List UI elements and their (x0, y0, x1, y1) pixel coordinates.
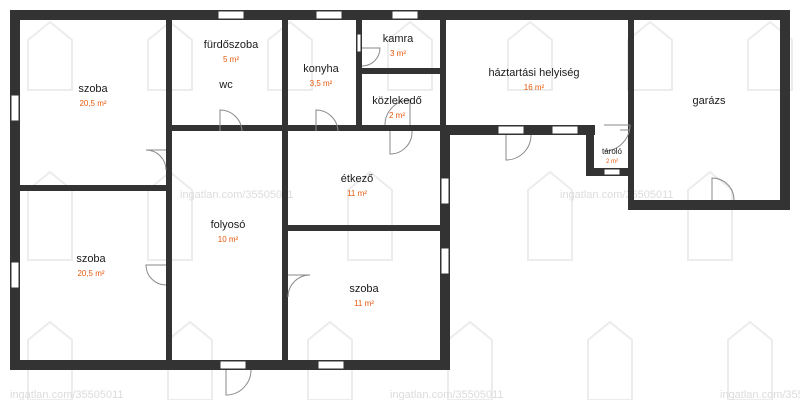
window-top-kitchen (315, 10, 343, 20)
wall (362, 68, 444, 74)
room-name-pantry: kamra (383, 33, 414, 45)
room-name-corridor: folyosó (211, 219, 246, 231)
watermark-house-icon (727, 320, 773, 400)
door-garage-1 (711, 177, 735, 201)
wall (356, 20, 362, 131)
window-right-dining (440, 177, 450, 205)
door-storage (603, 124, 631, 152)
door-bedroom-center (287, 274, 311, 298)
door-hallway (384, 99, 411, 126)
watermark-text: ingatlan.com/35505011 (10, 389, 124, 400)
watermark-house-icon (267, 20, 313, 91)
room-name-storage: tároló (602, 147, 623, 156)
door-bedroom-top-left (145, 149, 167, 171)
watermark-icons (27, 20, 793, 400)
watermark-house-icon (687, 170, 733, 261)
watermark-house-icon (507, 20, 553, 91)
window-top-bathroom (217, 10, 245, 20)
watermark-house-icon (347, 170, 393, 261)
watermark-house-icon (587, 320, 633, 400)
door-bathroom (219, 109, 243, 132)
wall (780, 10, 790, 210)
watermark-house-icon (387, 20, 433, 91)
window-left-bottom (10, 261, 20, 289)
wall (586, 125, 594, 175)
room-labels: fürdőszoba 5 m² wc kamra 3 m² konyha 3,5… (76, 33, 726, 308)
watermark-text: ingatlan.com/35505011 (720, 389, 800, 400)
door-pantry (361, 47, 381, 67)
room-name-bedroom-bottom-left: szoba (76, 253, 106, 265)
wall (628, 125, 634, 210)
window-pantry-left (356, 33, 362, 53)
windows (10, 10, 621, 370)
room-area-corridor: 10 m² (218, 235, 239, 244)
room-area-storage: 2 m² (606, 159, 618, 165)
room-name-bedroom-top-left: szoba (78, 83, 108, 95)
watermark-house-icon (747, 20, 793, 91)
room-area-kitchen: 3,5 m² (310, 79, 333, 88)
room-area-hallway: 2 m² (389, 111, 405, 120)
room-name-utility: háztartási helyiség (488, 67, 579, 79)
room-name-wc: wc (218, 79, 233, 91)
window-bottom-center (317, 360, 345, 370)
wall (440, 20, 446, 131)
room-area-utility: 16 m² (524, 83, 545, 92)
watermark-house-icon (27, 170, 73, 261)
room-name-hallway: közlekedő (372, 95, 422, 107)
watermark-text: ingatlan.com/35505011 (180, 189, 294, 201)
window-left-top (10, 94, 20, 122)
window-bottom-corridor (219, 360, 247, 370)
watermark-house-icon (527, 170, 573, 261)
wall (10, 10, 20, 370)
room-area-bedroom-bottom-left: 20,5 m² (77, 269, 104, 278)
door-bedroom-bottom-left (145, 264, 167, 286)
wall (630, 200, 790, 210)
door-dining (389, 130, 413, 155)
watermark-text: ingatlan.com/35505011 (390, 389, 504, 400)
room-area-bedroom-top-left: 20,5 m² (79, 99, 106, 108)
door-kitchen (315, 109, 339, 132)
room-area-bathroom: 5 m² (223, 55, 239, 64)
room-name-garage: garázs (692, 95, 726, 107)
door-utility (505, 134, 532, 161)
watermark-house-icon (27, 20, 73, 91)
watermark-house-icon (447, 320, 493, 400)
wall (166, 20, 172, 370)
window-top-pantry (391, 10, 419, 20)
window-utility-2 (551, 125, 579, 135)
room-name-kitchen: konyha (303, 63, 339, 75)
room-name-dining: étkező (341, 173, 373, 185)
wall (20, 185, 170, 191)
window-utility-1 (497, 125, 525, 135)
doors (145, 47, 735, 396)
room-area-dining: 11 m² (347, 189, 367, 198)
door-entrance (225, 369, 252, 396)
watermark-text: ingatlan.com/35505011 (560, 189, 674, 201)
wall (282, 20, 288, 360)
wall (628, 20, 634, 125)
room-area-pantry: 3 m² (390, 49, 406, 58)
room-name-bedroom-center: szoba (349, 283, 379, 295)
wall (288, 225, 440, 231)
wall (172, 125, 440, 131)
window-storage (603, 168, 621, 176)
room-area-bedroom-center: 11 m² (354, 299, 374, 308)
room-name-bathroom: fürdőszoba (204, 39, 259, 51)
watermark-house-icon (627, 20, 673, 91)
window-right-bedroom (440, 247, 450, 275)
